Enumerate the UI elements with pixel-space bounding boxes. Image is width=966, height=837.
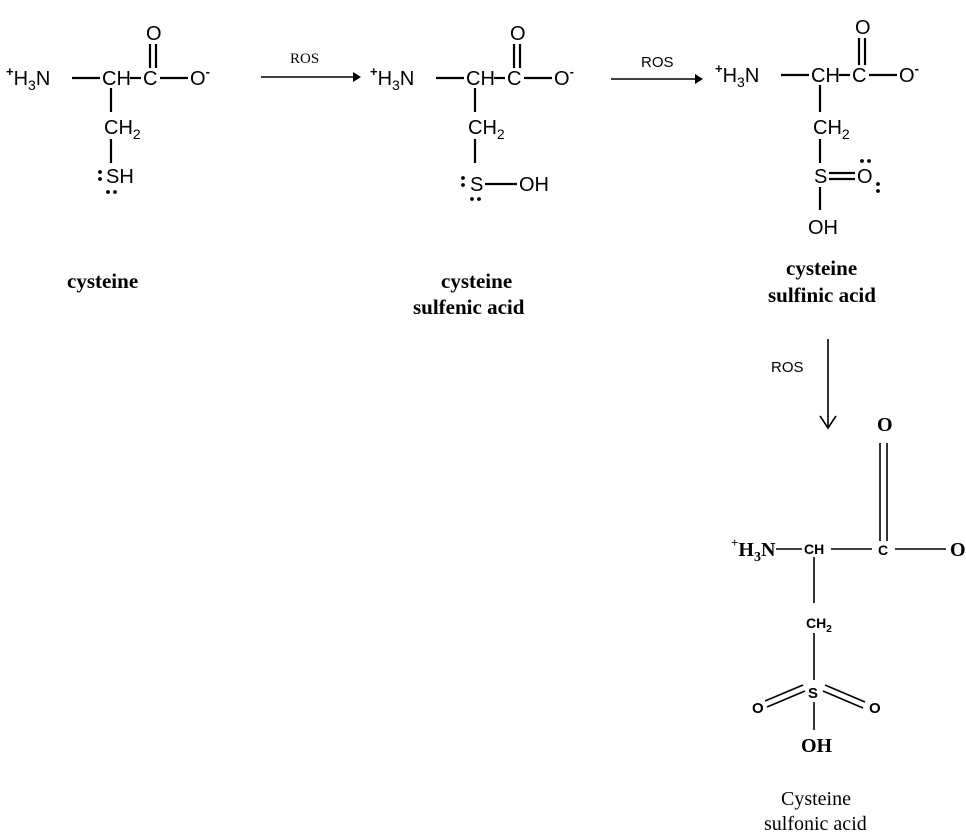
lone-pair-dot	[876, 189, 880, 193]
hydroxyl-group: OH	[519, 174, 549, 196]
carboxylate-oxygen: O-	[554, 64, 574, 90]
carbonyl-oxygen: O	[855, 17, 871, 39]
carboxyl-carbon: C	[852, 65, 866, 87]
sulfonyl-oxygen-right: O	[869, 700, 881, 717]
sulfenic-label-line2: sulfenic acid	[413, 295, 525, 319]
carbonyl-oxygen: O	[510, 23, 526, 45]
sulfinic-label-line2: sulfinic acid	[768, 283, 876, 307]
reaction-arrow-1: ROS	[261, 51, 361, 82]
methylene: CH2	[468, 117, 505, 142]
lone-pair-dot	[106, 190, 110, 194]
methylene: CH2	[806, 615, 832, 635]
reaction-arrow-3: ROS	[771, 339, 837, 430]
lone-pair-dot	[461, 176, 465, 180]
lone-pair-dot	[461, 183, 465, 187]
arrowhead	[695, 74, 703, 84]
methylene: CH2	[813, 117, 850, 142]
hydroxyl-group: OH	[808, 217, 838, 239]
carbonyl-oxygen: O	[146, 23, 162, 45]
sulfenic-label-line1: cysteine	[441, 269, 512, 293]
cysteine-label: cysteine	[67, 269, 138, 293]
lone-pair-dot	[477, 197, 481, 201]
amine-group: +H3N	[715, 61, 759, 90]
sulfonic-acid-structure: +H3N CH C O O CH2 S O O OH	[731, 414, 966, 757]
thiol-group: SH	[106, 166, 134, 188]
carbonyl-oxygen: O	[877, 414, 893, 436]
lone-pair-dot	[876, 182, 880, 186]
sulfinic-acid-structure: +H3N CH C O O- CH2 S O OH	[715, 17, 919, 239]
sulfonic-label-line1: Cysteine	[781, 788, 851, 810]
arrow-label-ros: ROS	[641, 54, 674, 71]
sulfonic-label-line2: sulfonic acid	[764, 813, 867, 835]
double-bond-so-left-a	[764, 684, 804, 702]
carboxylate-oxygen: O	[950, 539, 966, 561]
sulfur-atom: S	[470, 174, 483, 196]
double-bond-so-left-b	[766, 690, 806, 708]
carboxyl-carbon: C	[878, 542, 888, 558]
sulfinic-label-line1: cysteine	[786, 256, 857, 280]
alpha-carbon: CH	[804, 541, 824, 557]
double-bond-so-right-a	[824, 684, 866, 703]
hydroxyl-group: OH	[801, 735, 833, 757]
amine-group: +H3N	[370, 64, 414, 93]
lone-pair-dot	[860, 159, 864, 163]
methylene: CH2	[104, 117, 141, 142]
arrowhead	[819, 415, 837, 430]
alpha-carbon: CH	[811, 65, 840, 87]
sulfinyl-oxygen: O	[857, 166, 873, 188]
sulfenic-acid-structure: +H3N CH C O O- CH2 S OH	[370, 23, 574, 201]
alpha-carbon: CH	[466, 68, 495, 90]
sulfonyl-oxygen-left: O	[752, 700, 764, 717]
carboxylate-oxygen: O-	[899, 61, 919, 87]
amine-group: +H3N	[6, 64, 50, 93]
alpha-carbon: CH	[102, 68, 131, 90]
reaction-arrow-2: ROS	[611, 54, 703, 84]
lone-pair-dot	[98, 177, 102, 181]
lone-pair-dot	[867, 159, 871, 163]
lone-pair-dot	[98, 170, 102, 174]
sulfur-atom: S	[808, 685, 818, 702]
amine-group: +H3N	[731, 535, 776, 565]
carboxylate-oxygen: O-	[190, 64, 210, 90]
arrowhead	[353, 72, 361, 82]
sulfur-atom: S	[814, 166, 827, 188]
carboxyl-carbon: C	[143, 68, 157, 90]
lone-pair-dot	[470, 197, 474, 201]
arrow-label-ros: ROS	[290, 51, 319, 67]
cysteine-structure: +H3N CH C O O- CH2 SH	[6, 23, 210, 194]
lone-pair-dot	[113, 190, 117, 194]
arrow-label-ros: ROS	[771, 359, 804, 376]
double-bond-so-right-b	[822, 690, 864, 709]
carboxyl-carbon: C	[507, 68, 521, 90]
